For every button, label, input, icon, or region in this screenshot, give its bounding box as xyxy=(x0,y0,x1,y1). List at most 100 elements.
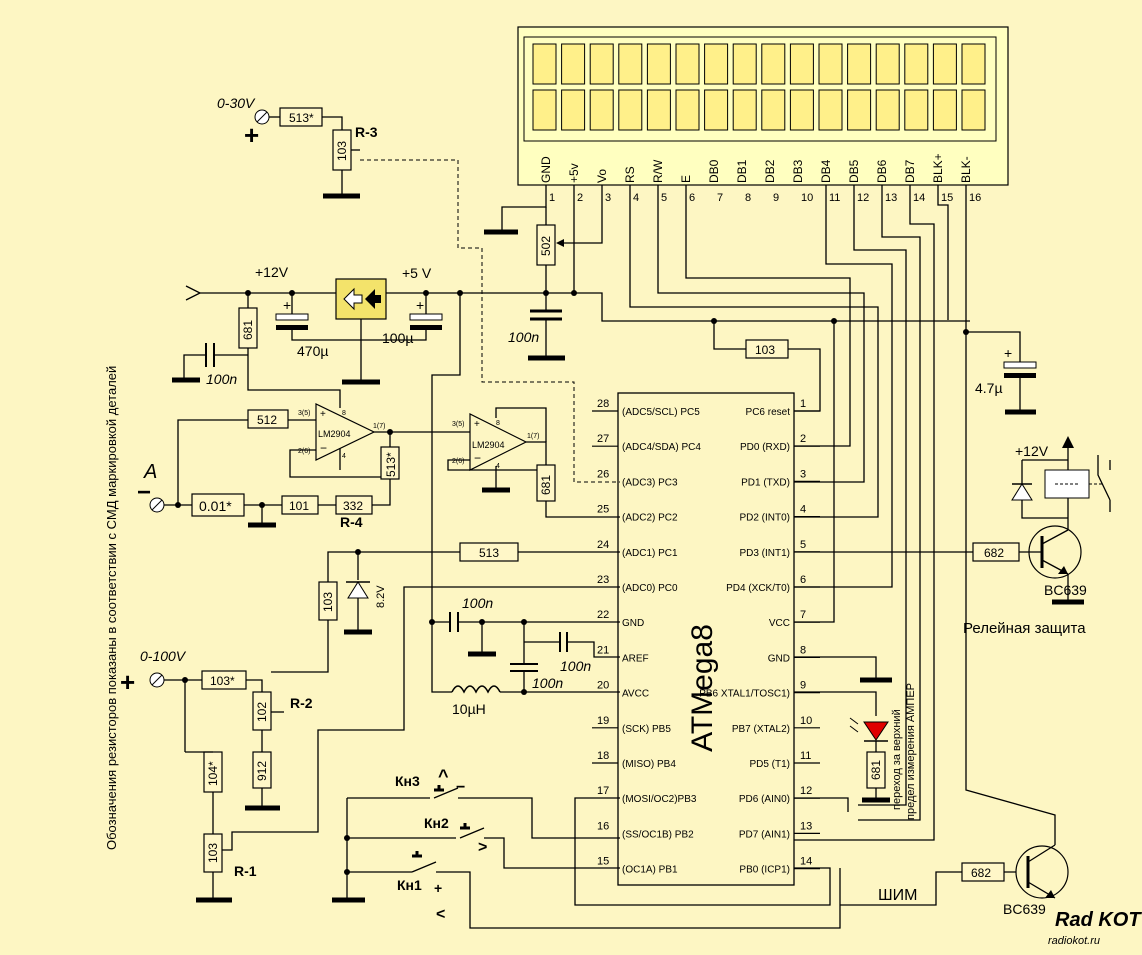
mcu-pin-number: 12 xyxy=(800,785,812,797)
mcu-pin-number: 27 xyxy=(597,433,609,445)
lcd-pin-name: DB2 xyxy=(763,159,777,183)
kn3-minus: − xyxy=(456,779,465,796)
r1-label: R-1 xyxy=(234,863,257,879)
button-kn3[interactable]: Кн3 ^ − xyxy=(395,766,620,839)
svg-text:1(7): 1(7) xyxy=(527,433,539,440)
lcd-cell xyxy=(532,43,557,85)
opamp1-label: LM2904 xyxy=(318,429,351,439)
lcd-pin-name: R/W xyxy=(651,159,665,183)
mcu-pin-number: 4 xyxy=(800,504,806,516)
lcd-pin-name: E xyxy=(679,175,693,183)
power-supply: +12V +5 V + 470µ + 100µ 100n xyxy=(172,264,970,408)
l10-label: 10µH xyxy=(452,701,486,717)
lcd-cell xyxy=(761,89,786,131)
current-sense: A − R-4 + − LM2904 3(5) 2(6) 8 4 1(7) xyxy=(137,403,620,530)
mcu-pin-name: VCC xyxy=(769,618,790,629)
lcd-pin-number: 11 xyxy=(829,192,840,204)
lcd-cell xyxy=(818,43,843,85)
r001-value: 0.01* xyxy=(199,498,232,514)
bc639a-label: BC639 xyxy=(1044,582,1087,598)
lcd-cell xyxy=(589,89,614,131)
lcd-cell xyxy=(961,89,986,131)
lcd-pin-name: DB7 xyxy=(903,159,917,183)
svg-text:3(5): 3(5) xyxy=(452,421,464,428)
mcu-pin-number: 18 xyxy=(597,750,609,762)
mcu-pin-number: 15 xyxy=(597,856,609,868)
button-kn1[interactable]: Кн1 + < xyxy=(397,851,841,929)
lcd-display: GND1+5v2Vo3RS4R/W5E6DB07DB18DB29DB310DB4… xyxy=(517,26,1009,204)
mcu-pin-name: (SCK) PB5 xyxy=(622,724,671,735)
mcu-pin-name: PD5 (T1) xyxy=(749,759,790,770)
lcd-cell xyxy=(675,43,700,85)
lcd-pin-name: +5v xyxy=(567,163,581,183)
mcu-supply: 10µH 100n 100n 100n xyxy=(429,293,892,717)
c100n-label-a: 100n xyxy=(508,329,539,345)
mcu-pin-name: GND xyxy=(622,618,644,629)
lcd-cell xyxy=(589,43,614,85)
mcu-pin-name: (MOSI/OC2)PB3 xyxy=(622,794,697,805)
lcd-pin-number: 15 xyxy=(941,192,953,204)
svg-text:1(7): 1(7) xyxy=(373,423,385,430)
mcu-pin-name: PD4 (XCK/T0) xyxy=(726,583,790,594)
lcd-pin-number: 8 xyxy=(745,192,751,204)
mcu-pin-number: 8 xyxy=(800,644,806,656)
zener-label: 8.2V xyxy=(375,585,387,608)
mcu-pin-name: (MISO) PB4 xyxy=(622,759,676,770)
lcd-character-cells xyxy=(532,43,986,131)
mcu-pin-number: 28 xyxy=(597,398,609,410)
lcd-pin-number: 6 xyxy=(689,192,695,204)
mcu-pin-name: AREF xyxy=(622,653,649,664)
kn3-up: ^ xyxy=(438,766,449,786)
mcu-pin-number: 2 xyxy=(800,433,806,445)
lcd-cell xyxy=(646,43,671,85)
plus-sign-b: + xyxy=(120,667,135,697)
button-kn2[interactable]: Кн2 > xyxy=(424,815,620,869)
mcu-pin-number: 19 xyxy=(597,715,609,727)
r682a-value: 682 xyxy=(984,546,1004,560)
c100n-label-e: 100n xyxy=(560,658,591,674)
mcu-pin-name: PD6 (AIN0) xyxy=(739,794,790,805)
svg-text:4: 4 xyxy=(342,453,346,460)
kn1-lt: < xyxy=(436,906,445,923)
r103b-value: 103 xyxy=(755,343,775,357)
mcu-pin-number: 11 xyxy=(800,750,811,762)
svg-text:+: + xyxy=(474,419,480,430)
svg-text:+: + xyxy=(283,297,291,313)
svg-text:+: + xyxy=(320,409,326,420)
lcd-cell xyxy=(904,89,929,131)
lcd-cell xyxy=(704,89,729,131)
lcd-cell xyxy=(932,89,957,131)
svg-text:8: 8 xyxy=(496,420,500,427)
r513s-b-value: 513* xyxy=(384,452,398,477)
lcd-pin-name: DB1 xyxy=(735,159,749,183)
r103s-value: 103* xyxy=(210,674,235,688)
mcu-pin-number: 10 xyxy=(800,715,812,727)
lcd-pin-name: DB5 xyxy=(847,159,861,183)
svg-text:−: − xyxy=(320,441,327,455)
mcu-pin-name: (SS/OC1B) PB2 xyxy=(622,829,694,840)
mcu-pin-name: (ADC1) PC1 xyxy=(622,548,678,559)
kn2-label: Кн2 xyxy=(424,815,449,831)
r332-value: 332 xyxy=(343,499,363,513)
r103c-value: 103 xyxy=(206,843,220,863)
lcd-pin-name: GND xyxy=(539,156,553,183)
lcd-cell xyxy=(646,89,671,131)
lcd-pin-name: DB6 xyxy=(875,159,889,183)
lcd-pin-number: 13 xyxy=(885,192,897,204)
lcd-cell xyxy=(818,89,843,131)
lcd-cell xyxy=(875,43,900,85)
kn1-plus: + xyxy=(434,880,442,896)
mcu-pin-name: PD2 (INT0) xyxy=(739,513,790,524)
lcd-cell xyxy=(932,43,957,85)
mcu-pin-name: PD1 (TXD) xyxy=(741,477,790,488)
lcd-cell xyxy=(561,43,586,85)
r681c-value: 681 xyxy=(869,760,883,780)
mcu-pin-name: PD7 (AIN1) xyxy=(739,829,790,840)
lcd-pin-number: 14 xyxy=(913,192,925,204)
led-indicator: переход за верхний предел измерения АМПЕ… xyxy=(794,683,917,820)
mcu-pin-name: (ADC2) PC2 xyxy=(622,513,678,524)
mcu-pin-name: (OC1A) PB1 xyxy=(622,865,678,876)
lcd-cell xyxy=(789,43,814,85)
r101-value: 101 xyxy=(289,499,309,513)
